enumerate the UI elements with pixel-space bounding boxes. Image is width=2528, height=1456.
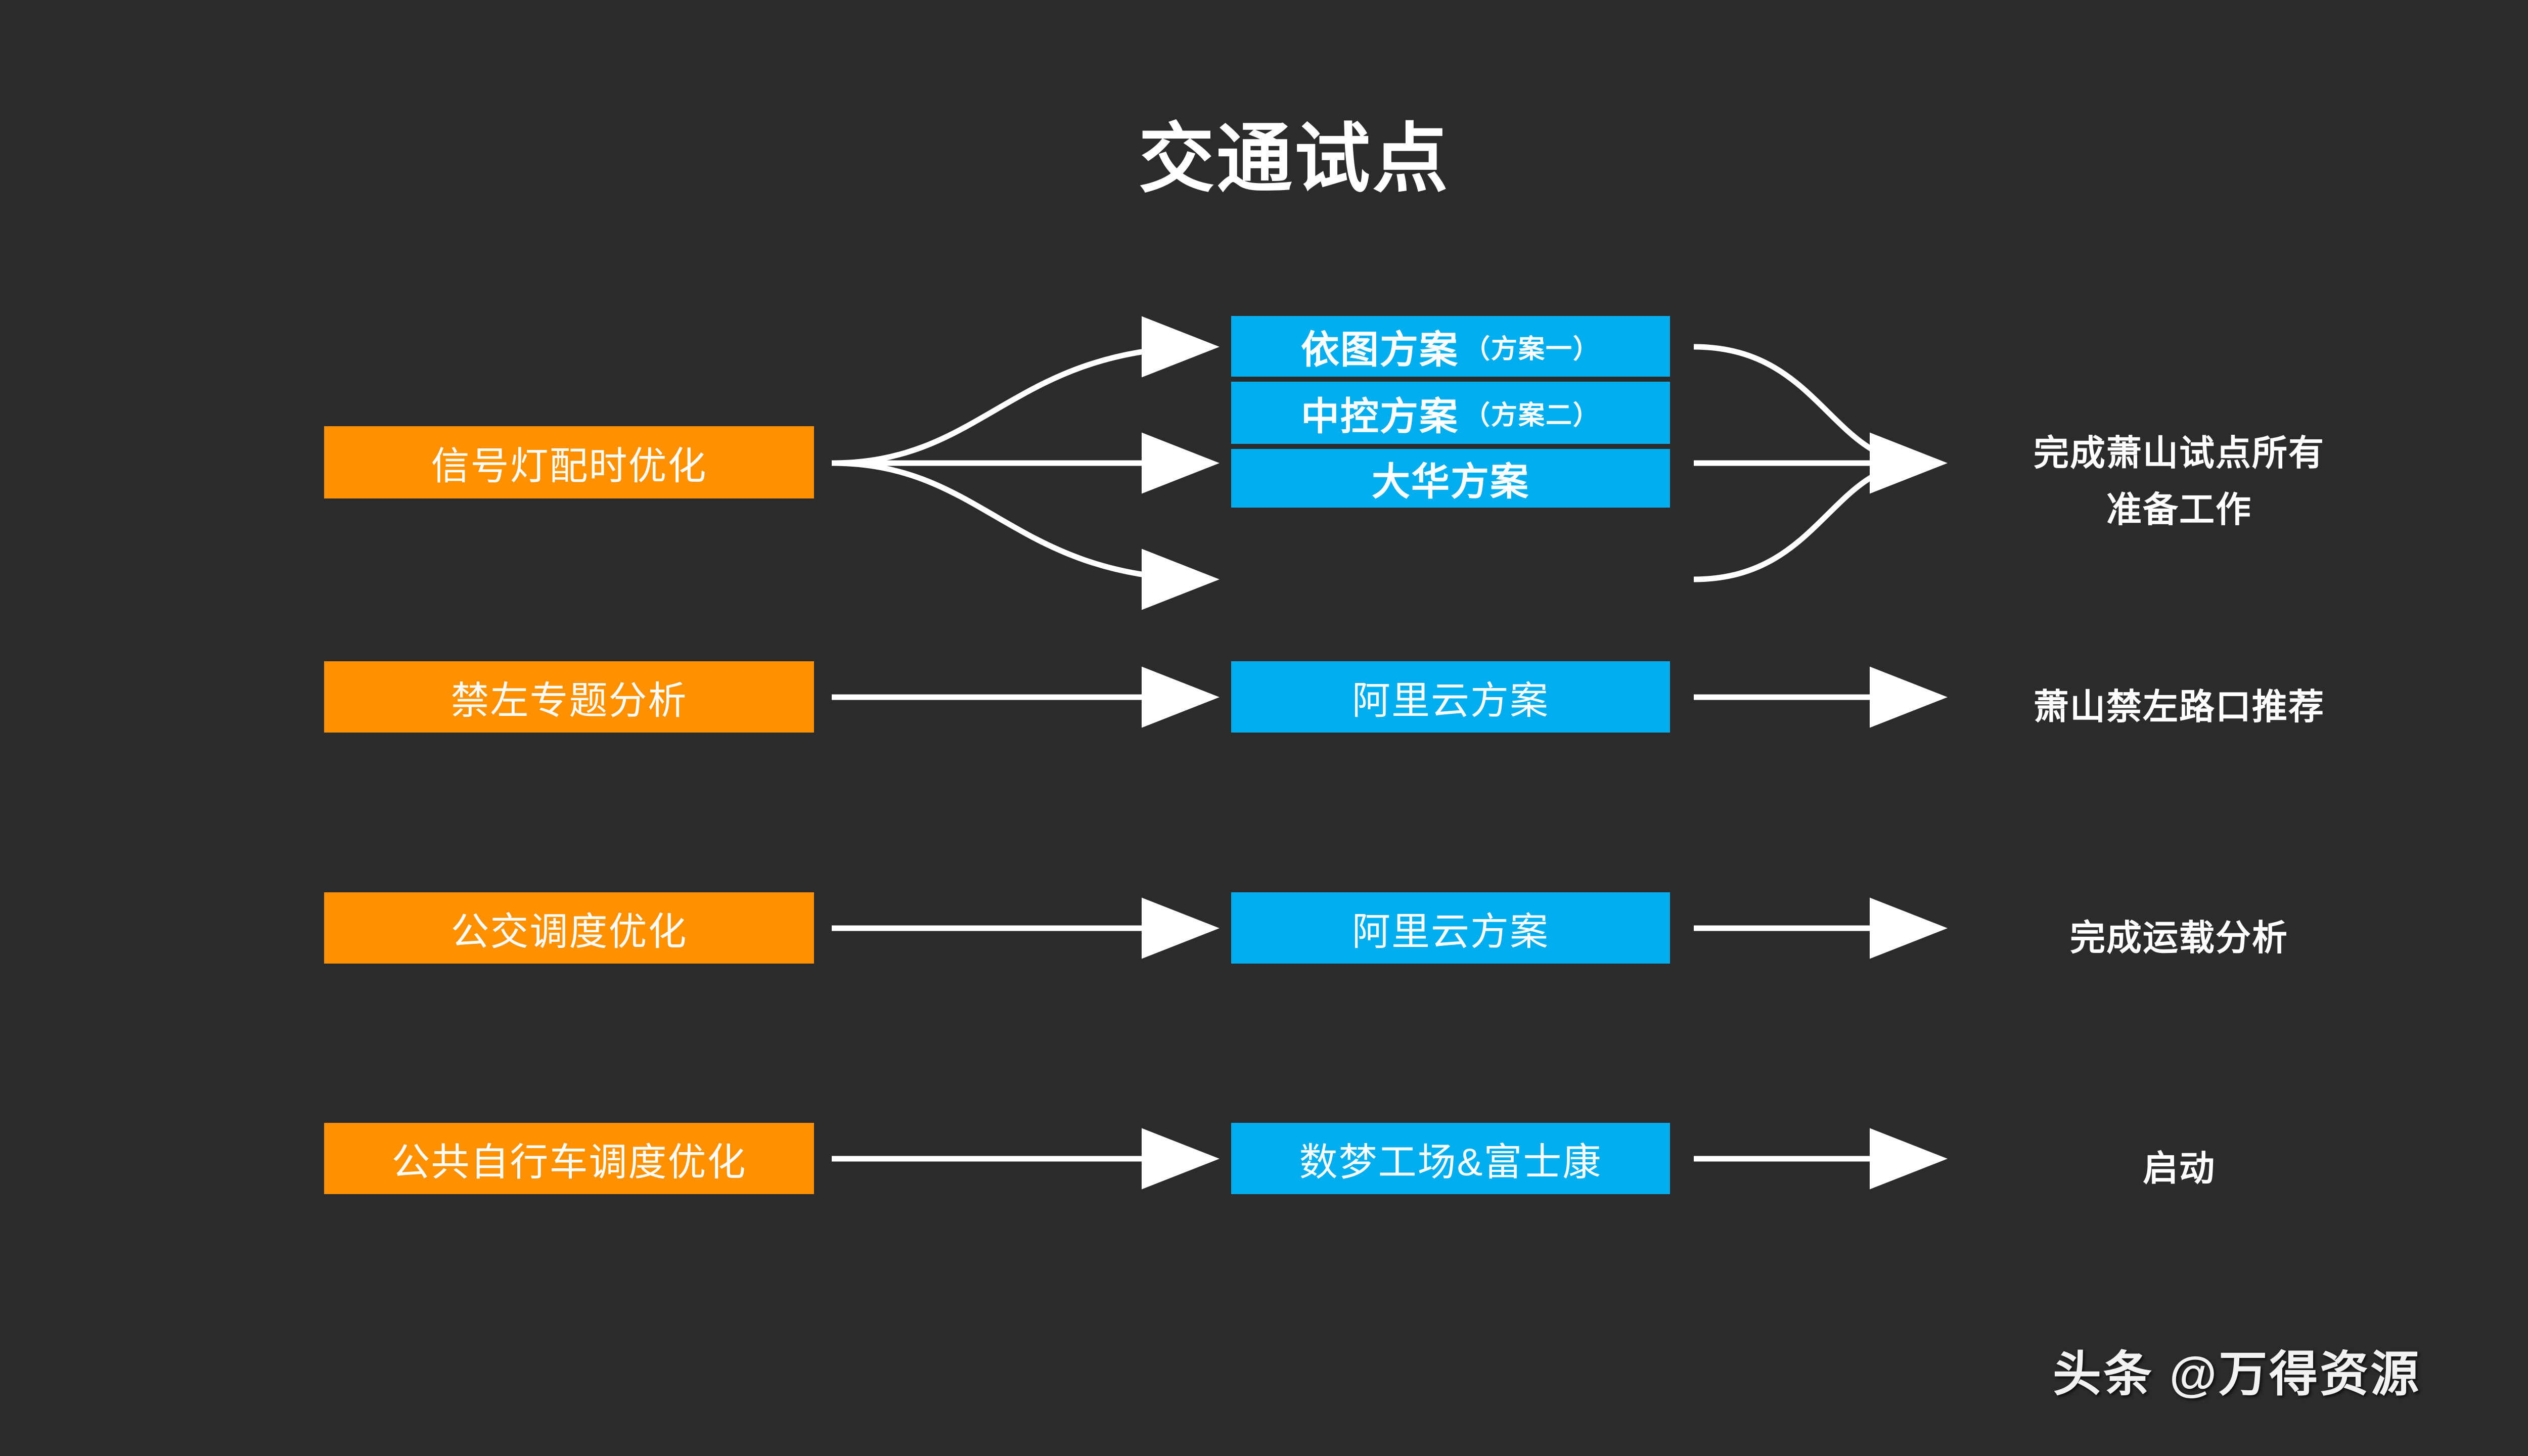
- topic-label-row2: 禁左专题分析: [450, 679, 688, 722]
- solution-box-row1-3[interactable]: 大华方案: [1231, 449, 1670, 508]
- solution-label-row2-1: 阿里云方案: [1352, 679, 1549, 722]
- solution-label-row3-1: 阿里云方案: [1352, 910, 1549, 953]
- topic-box-row1[interactable]: 信号灯配时优化: [324, 426, 814, 498]
- outcome-row1: 完成萧山试点所有 准备工作: [1952, 425, 2407, 538]
- topic-label-row1: 信号灯配时优化: [431, 444, 707, 488]
- outcome-row3-line1: 完成运载分析: [2070, 918, 2288, 958]
- outcome-row3: 完成运载分析: [1952, 909, 2407, 966]
- arrow-group-row1-fanout: [831, 316, 1220, 610]
- topic-box-row4[interactable]: 公共自行车调度优化: [324, 1123, 814, 1194]
- outcome-row1-line2: 准备工作: [2106, 490, 2252, 529]
- solution-box-row3-1[interactable]: 阿里云方案: [1231, 892, 1670, 964]
- solution-box-row1-1[interactable]: 依图方案（方案一）: [1231, 316, 1670, 377]
- page-title: 交通试点: [1138, 116, 1450, 201]
- solution-label-row1-2: 中控方案: [1300, 395, 1459, 438]
- topic-label-row4: 公共自行车调度优化: [391, 1141, 747, 1184]
- solution-box-row4-1[interactable]: 数梦工场&富士康: [1231, 1123, 1670, 1194]
- solution-label-row1-1: 依图方案: [1300, 329, 1459, 372]
- topic-label-row3: 公交调度优化: [450, 910, 688, 953]
- solution-box-row1-2[interactable]: 中控方案（方案二）: [1231, 382, 1670, 444]
- outcome-row1-line1: 完成萧山试点所有: [2034, 433, 2325, 473]
- watermark: 头条 @万得资源: [2053, 1347, 2421, 1401]
- solution-box-row2-1[interactable]: 阿里云方案: [1231, 661, 1670, 733]
- topic-box-row3[interactable]: 公交调度优化: [324, 892, 814, 964]
- outcome-row2: 萧山禁左路口推荐: [1952, 678, 2407, 735]
- solution-label-row1-3: 大华方案: [1372, 461, 1529, 504]
- solution-label-row4-1: 数梦工场&富士康: [1299, 1141, 1602, 1184]
- solution-tag-row1-2: （方案二）: [1463, 401, 1600, 430]
- solution-tag-row1-1: （方案一）: [1463, 334, 1600, 364]
- outcome-row2-line1: 萧山禁左路口推荐: [2034, 687, 2325, 726]
- outcome-row4: 启动: [1952, 1140, 2407, 1197]
- arrow-group-row1-fanin: [1693, 344, 1922, 582]
- topic-box-row2[interactable]: 禁左专题分析: [324, 661, 814, 733]
- outcome-row4-line1: 启动: [2143, 1149, 2216, 1188]
